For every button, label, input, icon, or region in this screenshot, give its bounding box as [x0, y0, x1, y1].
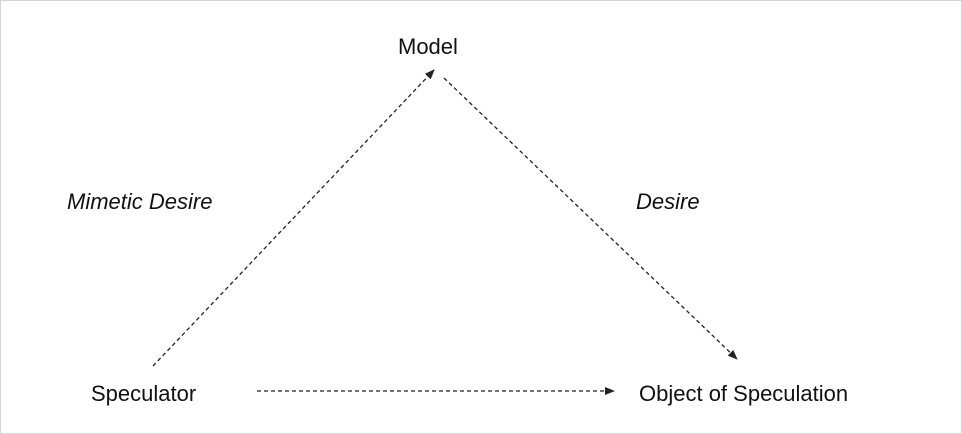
edge-label-desire: Desire [636, 189, 700, 214]
edge-label-mimetic-desire: Mimetic Desire [67, 189, 213, 214]
arrow-speculator-to-model [152, 69, 435, 367]
node-speculator: Speculator [91, 381, 197, 406]
node-object-of-speculation: Object of Speculation [639, 381, 849, 406]
node-model: Model [398, 34, 458, 59]
arrow-model-to-object [443, 77, 738, 360]
